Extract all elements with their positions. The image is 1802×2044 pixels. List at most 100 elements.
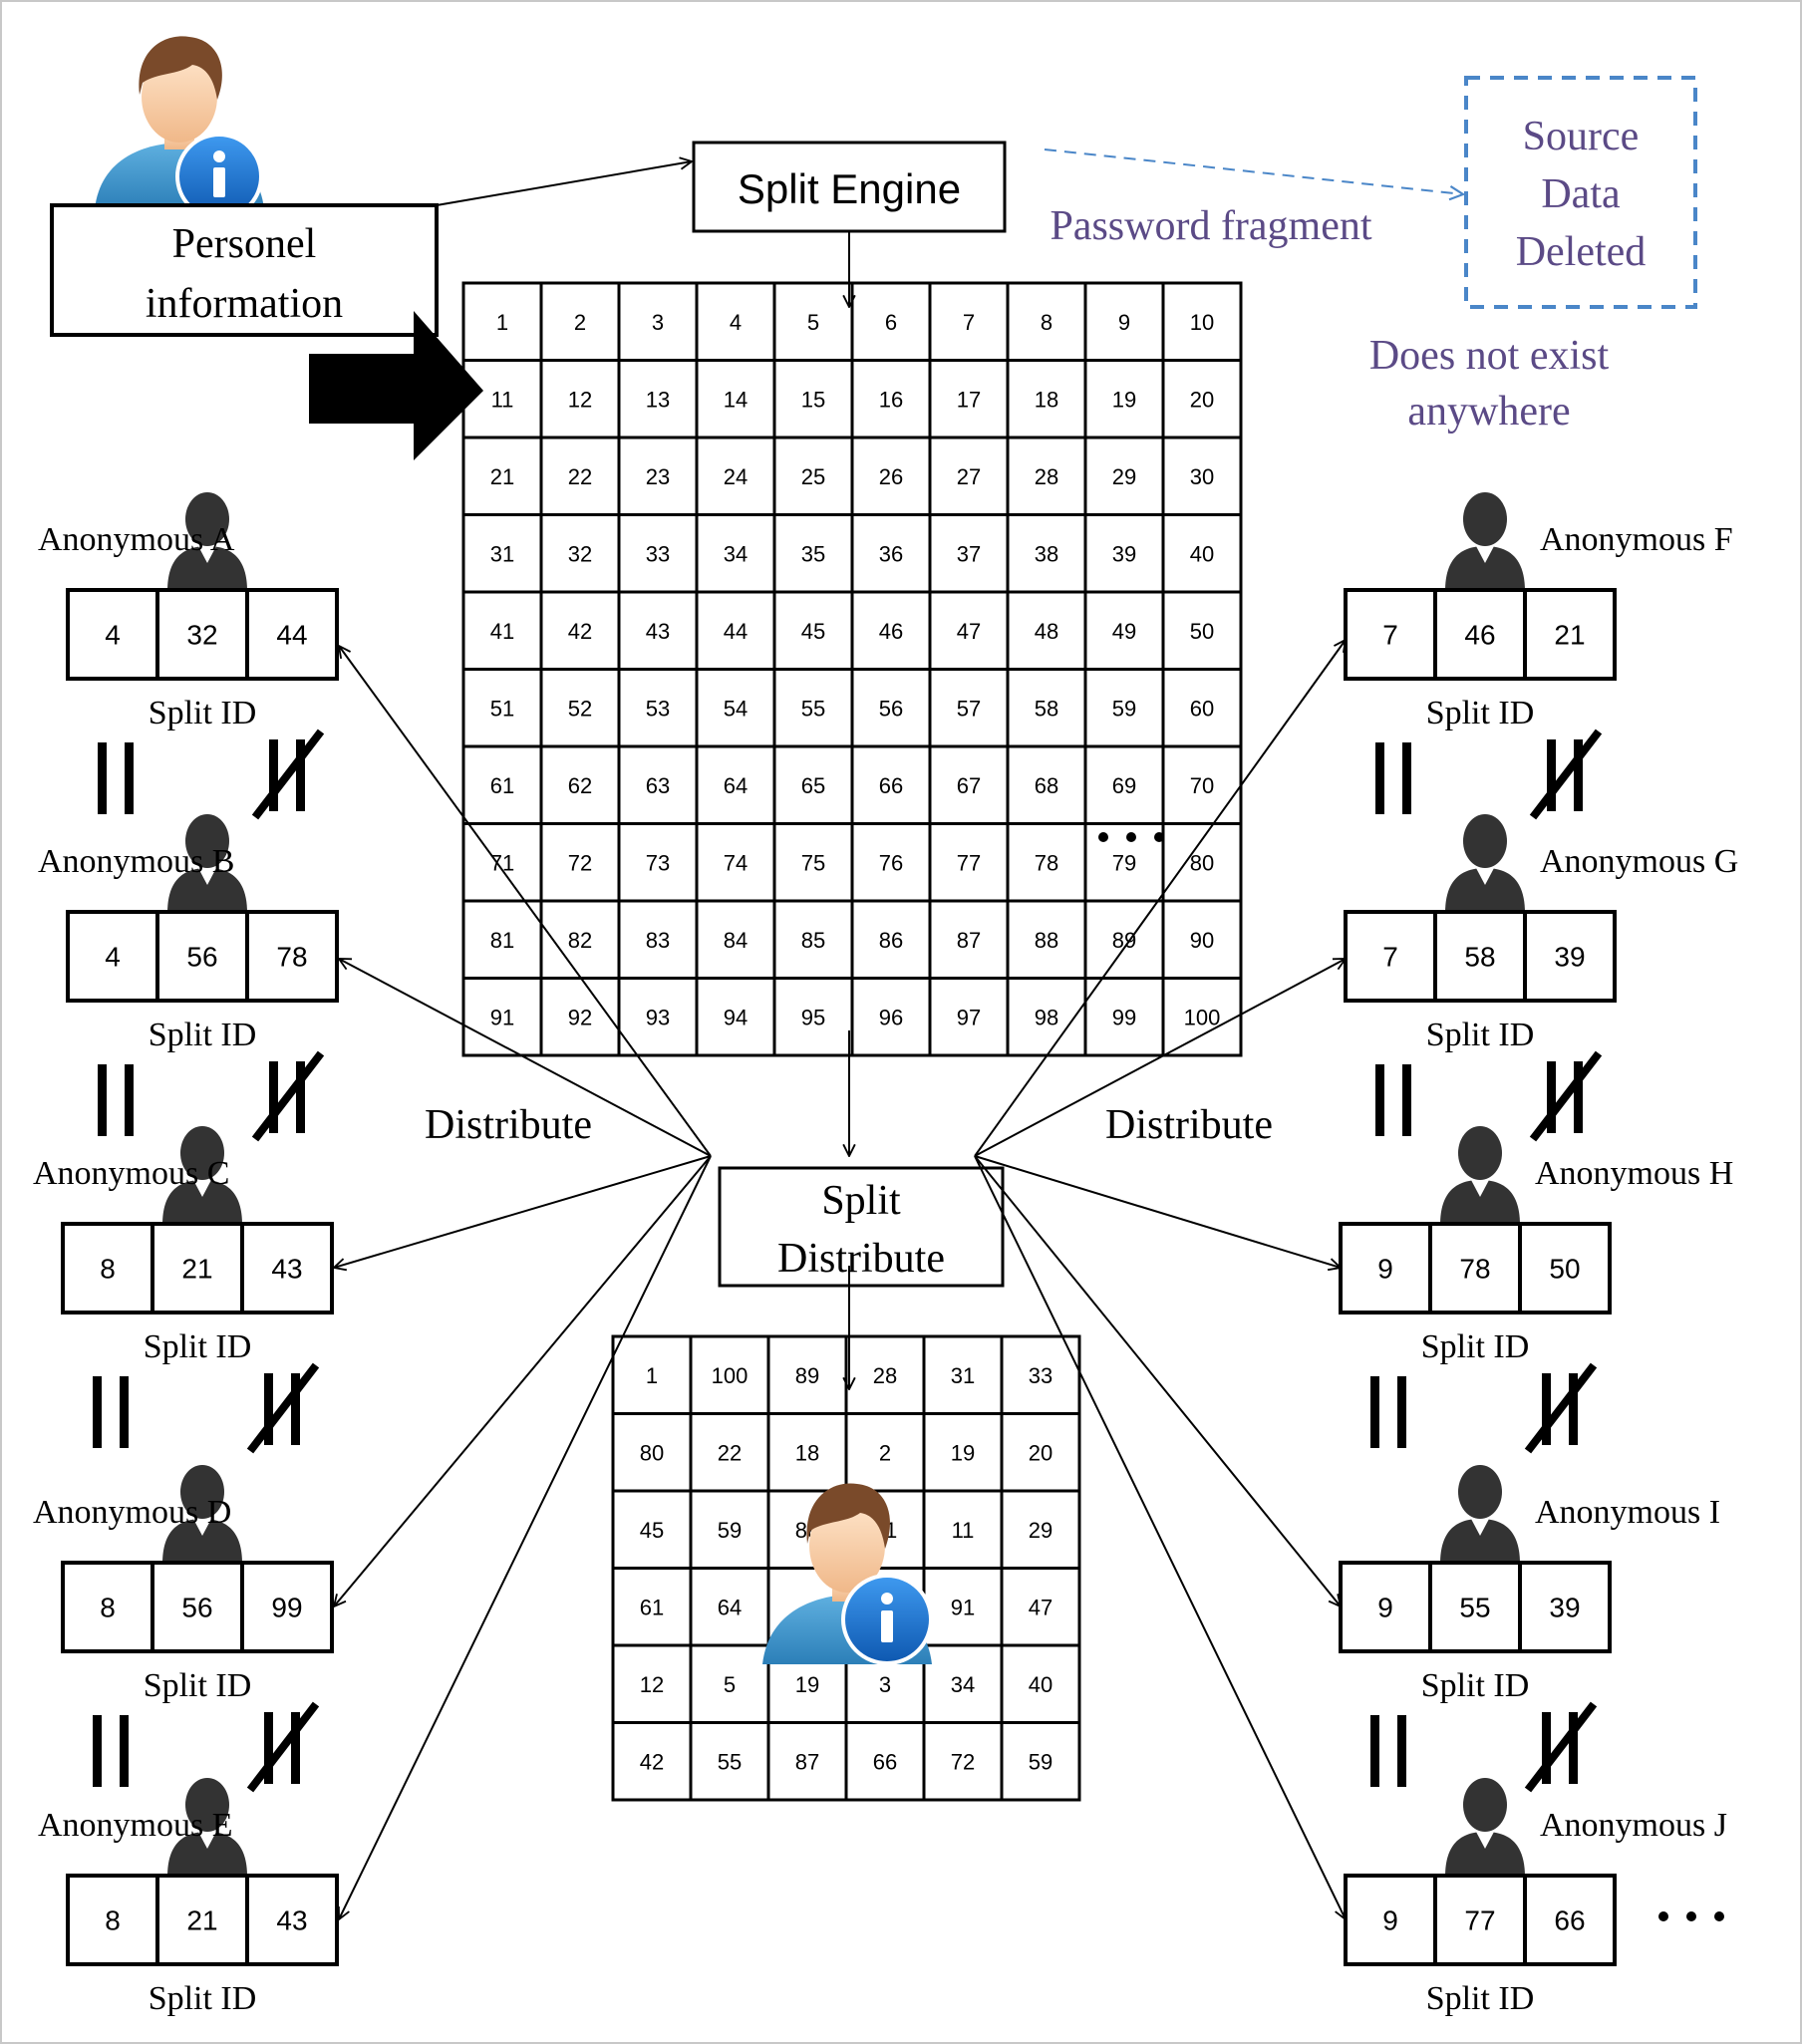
grid-cell-value: 24 (724, 464, 748, 489)
ellipsis-icon (1658, 1911, 1724, 1921)
deleted-box (1464, 76, 1697, 309)
distribute-arrow (974, 1155, 1346, 1919)
anonymous-person-icon (167, 814, 247, 913)
split-id-value: 58 (1464, 942, 1495, 973)
split-id-value: 44 (276, 620, 307, 651)
anonymous-name: Anonymous D (33, 1494, 231, 1531)
grid-cell-value: 28 (1035, 464, 1058, 489)
grid-cell (1161, 977, 1243, 1057)
split-id-value: 55 (1459, 1593, 1490, 1623)
equal-sign-icon (98, 1064, 134, 1136)
shuffled-cell-value: 42 (640, 1749, 664, 1774)
grid-cell-value: 22 (568, 464, 592, 489)
shuffled-cell-value: 55 (718, 1749, 742, 1774)
split-id-value: 9 (1377, 1593, 1393, 1623)
anonymous-name: Anonymous B (38, 843, 234, 880)
split-id-label: Split ID (1426, 1980, 1535, 2017)
split-id-cell (1428, 1561, 1522, 1653)
grid-cell-value: 84 (724, 928, 748, 953)
split-id-value: 9 (1377, 1254, 1393, 1285)
grid-cell-value: 56 (879, 696, 903, 721)
grid-cell-value: 96 (879, 1005, 903, 1029)
anonymous-name: Anonymous C (33, 1155, 229, 1192)
grid-cell-value: 97 (957, 1005, 981, 1029)
grid-cell-value: 47 (957, 619, 981, 644)
user-info-icon (95, 36, 264, 220)
password-fragment-label: Password fragment (1050, 203, 1371, 249)
split-id-label: Split ID (1426, 695, 1535, 731)
anonymous-person-icon (162, 1465, 242, 1564)
grid-cell-value: 18 (1035, 387, 1058, 412)
grid-cell-value: 10 (1190, 310, 1214, 335)
grid-cell-value: 61 (490, 773, 514, 798)
grid-cell-value: 81 (490, 928, 514, 953)
grid-cell-value: 29 (1112, 464, 1136, 489)
grid-cell-value: 59 (1112, 696, 1136, 721)
grid-cell-value: 74 (724, 850, 748, 875)
personal-info-label-1: Personel (172, 221, 317, 267)
split-id-cell (245, 1874, 339, 1966)
split-id-value: 46 (1464, 620, 1495, 651)
grid-cell-value: 62 (568, 773, 592, 798)
shuffled-cell (1000, 1721, 1081, 1802)
shuffled-cell-value: 5 (724, 1672, 736, 1697)
shuffled-cell-value: 19 (795, 1672, 819, 1697)
split-id-cell (1523, 1874, 1617, 1966)
shuffled-cell-value: 34 (951, 1672, 975, 1697)
grid-cell-value: 2 (574, 310, 586, 335)
grid-cell-value: 92 (568, 1005, 592, 1029)
grid-cell-value: 31 (490, 541, 514, 566)
grid-cell-value: 38 (1035, 541, 1058, 566)
grid-cell-value: 46 (879, 619, 903, 644)
split-id-value: 9 (1382, 1905, 1398, 1936)
grid-cell-value: 32 (568, 541, 592, 566)
grid-cell-value: 7 (963, 310, 975, 335)
distribute-arrow (339, 1155, 712, 1919)
grid-cell-value: 68 (1035, 773, 1058, 798)
anonymous-person-icon (1445, 1778, 1525, 1877)
grid-cell-value: 78 (1035, 850, 1058, 875)
split-id-value: 43 (271, 1254, 302, 1285)
grid-cell-value: 25 (801, 464, 825, 489)
user-info-icon (762, 1483, 933, 1665)
shuffled-cell-value: 33 (1029, 1363, 1052, 1388)
split-id-value: 78 (1459, 1254, 1490, 1285)
anonymous-person-icon (167, 1778, 247, 1877)
grid-cell-value: 26 (879, 464, 903, 489)
split-id-cell (240, 1222, 334, 1314)
distribute-arrow (974, 640, 1346, 1157)
anonymous-name: Anonymous G (1540, 843, 1738, 880)
grid-cell-value: 100 (1184, 1005, 1221, 1029)
grid-cell-value: 70 (1190, 773, 1214, 798)
not-equal-sign-icon (246, 1701, 320, 1793)
equal-sign-icon (1370, 1715, 1406, 1787)
input-big-arrow (309, 311, 483, 460)
split-id-value: 21 (186, 1905, 217, 1936)
grid-cell-value: 50 (1190, 619, 1214, 644)
distribute-arrow (339, 959, 712, 1157)
deleted-line-3: Deleted (1516, 229, 1647, 275)
equal-sign-icon (93, 1376, 129, 1448)
anonymous-name: Anonymous E (38, 1807, 233, 1844)
ellipsis-icon (1098, 832, 1164, 842)
split-id-value: 21 (181, 1254, 212, 1285)
shuffled-cell-value: 28 (873, 1363, 897, 1388)
grid-cell-value: 58 (1035, 696, 1058, 721)
grid-cell-value: 30 (1190, 464, 1214, 489)
split-id-value: 77 (1464, 1905, 1495, 1936)
not-equal-sign-icon (246, 1362, 320, 1454)
anonymous-name: Anonymous F (1540, 521, 1733, 558)
distribute-right-label: Distribute (1105, 1102, 1273, 1148)
grid-cell-value: 60 (1190, 696, 1214, 721)
grid-cell-value: 91 (490, 1005, 514, 1029)
shuffled-cell-value: 12 (640, 1672, 664, 1697)
split-distribute-box (718, 1166, 1005, 1288)
split-id-value: 4 (105, 620, 121, 651)
split-id-cell (245, 588, 339, 681)
